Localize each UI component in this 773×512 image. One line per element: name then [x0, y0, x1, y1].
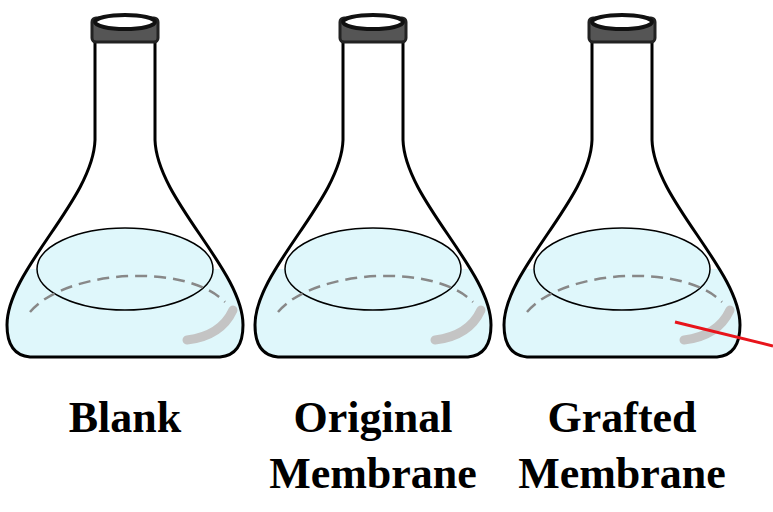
flask-mouth: [95, 15, 155, 29]
flask-label: Blank: [0, 390, 253, 446]
dashed-arc: [278, 276, 473, 312]
flask-outline: [255, 42, 491, 357]
liquid: [243, 228, 503, 369]
pointer-line: [675, 322, 773, 346]
flask: [243, 15, 503, 369]
flask-outline: [7, 42, 243, 357]
dashed-arc: [527, 276, 722, 312]
liquid: [492, 228, 752, 369]
flask-label: Original Membrane: [245, 390, 501, 502]
flask: [0, 15, 255, 369]
flask-mouth: [343, 15, 403, 29]
flask: [492, 15, 752, 369]
membrane-strip: [187, 310, 233, 340]
membrane-strip: [435, 310, 481, 340]
dashed-arc: [30, 276, 225, 312]
flask-outline: [504, 42, 740, 357]
flask-label: Grafted Membrane: [494, 390, 750, 502]
flask-mouth: [592, 15, 652, 29]
liquid: [0, 228, 255, 369]
